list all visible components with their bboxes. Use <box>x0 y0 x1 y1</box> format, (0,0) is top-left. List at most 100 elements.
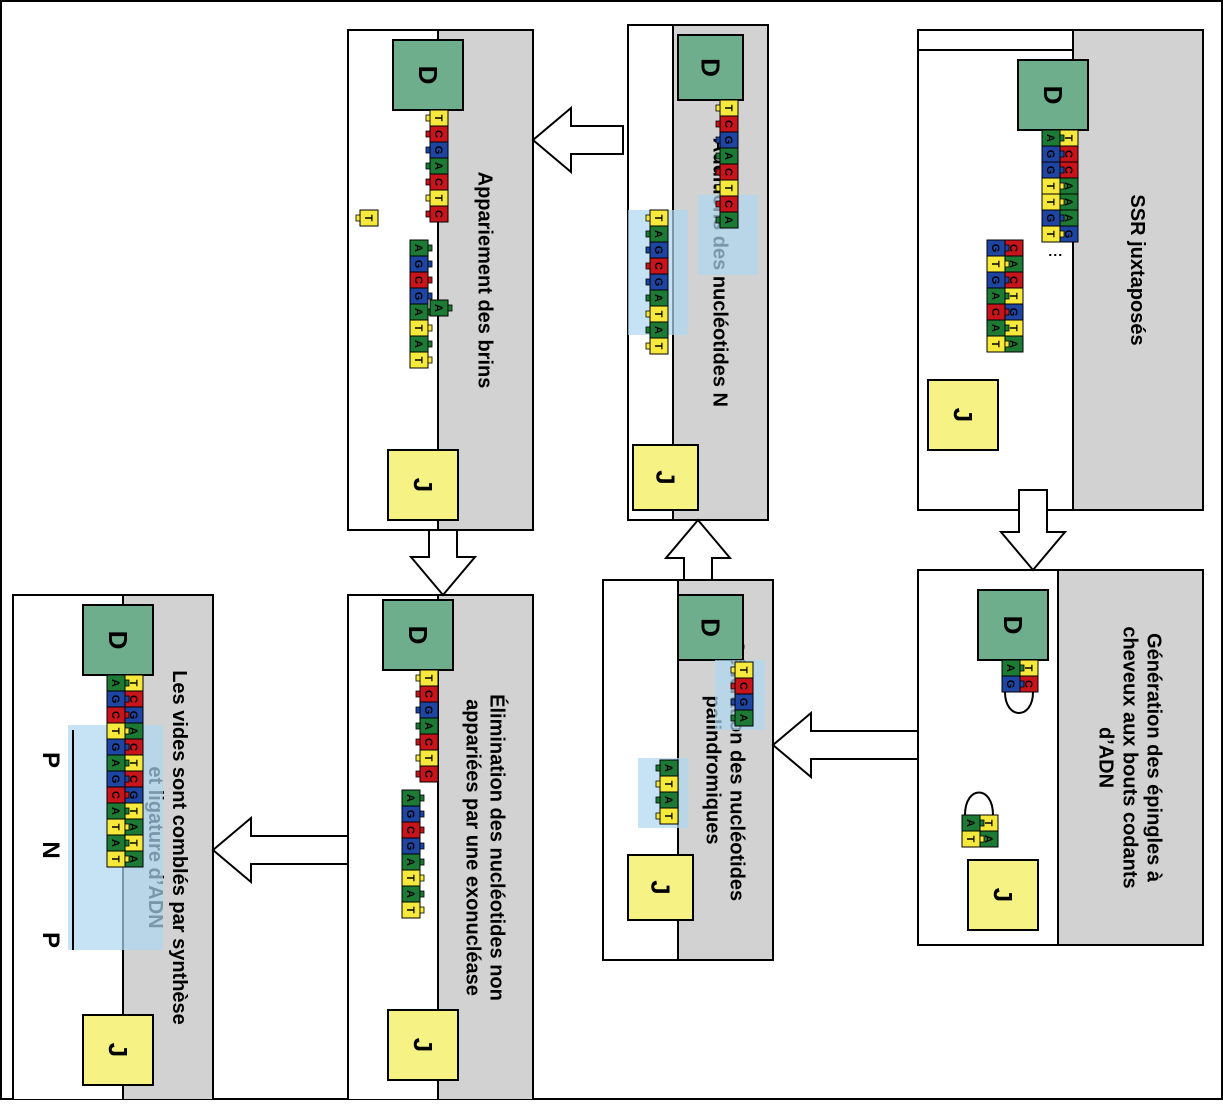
panel-title-text: Appariement des brins <box>474 172 496 389</box>
d-segment-label: D <box>103 631 133 650</box>
nucleotide-connector <box>415 770 421 778</box>
nucleotide-letter: A <box>109 807 121 815</box>
nucleotide-letter: C <box>722 168 734 176</box>
j-segment-label: J <box>651 470 681 484</box>
nucleotide-connector <box>425 162 431 170</box>
nucleotide-letter: T <box>737 667 749 674</box>
nucleotide-connector <box>715 168 721 176</box>
nucleotide-letter: T <box>109 728 121 735</box>
nucleotide-letter: A <box>982 835 994 843</box>
highlight-region <box>698 195 758 275</box>
j-segment-block <box>387 1009 459 1081</box>
nucleotide-letter: T <box>662 781 674 788</box>
nucleotide-letter: T <box>722 185 734 192</box>
nucleotide-connector <box>124 839 130 847</box>
j-segment-block <box>82 1014 154 1086</box>
nucleotide-letter: T <box>722 105 734 112</box>
nucleotide-connector <box>415 722 421 730</box>
flow-arrows <box>211 105 1068 885</box>
nucleotide-letter: C <box>432 130 444 138</box>
nucleotide-letter: C <box>404 826 416 834</box>
nucleotide-connector <box>419 858 425 866</box>
j-segment-label: J <box>103 1043 133 1057</box>
nucleotide-letter: T <box>127 680 139 687</box>
nucleotide-letter: A <box>722 216 734 224</box>
nucleotide-connector <box>715 216 721 224</box>
nucleotide-letter: C <box>109 791 121 799</box>
nucleotide-letter: C <box>1007 244 1019 252</box>
nucleotide-letter: C <box>989 308 1001 316</box>
nucleotide-letter: T <box>412 357 424 364</box>
nucleotide-letter: T <box>662 813 674 820</box>
nucleotide-letter: T <box>1007 325 1019 332</box>
nucleotide-letter: T <box>1007 293 1019 300</box>
nucleotide-connector <box>419 826 425 834</box>
nucleotide-letter: C <box>422 738 434 746</box>
nucleotide-letter: C <box>127 695 139 703</box>
nucleotide-connector <box>419 890 425 898</box>
nucleotide-letter: G <box>652 278 664 287</box>
nucleotide-connector <box>730 714 736 722</box>
flow-arrow <box>771 710 919 780</box>
nucleotide-connector <box>124 727 130 735</box>
nucleotide-connector <box>415 738 421 746</box>
nucleotide-letter: T <box>362 215 374 222</box>
nucleotide-connector <box>1004 244 1010 252</box>
nucleotide-letter: T <box>964 836 976 843</box>
nucleotide-letter: A <box>1062 214 1074 222</box>
nucleotide-letter: C <box>109 711 121 719</box>
p-label-2: P <box>37 932 64 948</box>
nucleotide-letter: A <box>432 304 444 312</box>
nucleotide-connector <box>645 326 651 334</box>
nucleotide-letter: A <box>404 858 416 866</box>
panel-title-box <box>1072 29 1204 511</box>
nucleotide-letter: T <box>109 856 121 863</box>
nucleotide-letter: G <box>1044 214 1056 223</box>
nucleotide-letter: C <box>652 262 664 270</box>
nucleotide-connector <box>1059 230 1065 238</box>
nucleotide-connector <box>715 152 721 160</box>
panel-title-box <box>1057 569 1204 946</box>
nucleotide-letter: C <box>722 120 734 128</box>
nucleotide-connector <box>124 695 130 703</box>
nucleotide-letter: G <box>1044 166 1056 175</box>
nucleotide-letter: A <box>412 340 424 348</box>
nucleotide-connector <box>425 146 431 154</box>
nucleotide-letter: A <box>422 722 434 730</box>
nucleotide-connector <box>419 842 425 850</box>
nucleotide-letter: C <box>1007 276 1019 284</box>
nucleotide-letter: G <box>404 842 416 851</box>
panel-title-box <box>437 29 534 531</box>
nucleotide-letter: G <box>652 246 664 255</box>
nucleotide-letter: A <box>1062 198 1074 206</box>
nucleotide-letter: G <box>722 136 734 145</box>
nucleotide-letter: T <box>989 261 1001 268</box>
nucleotide-letter: A <box>989 324 1001 332</box>
nucleotide-connector <box>645 278 651 286</box>
nucleotide-letter: G <box>109 743 121 752</box>
nucleotide-connector <box>427 324 433 332</box>
nucleotide-connector <box>124 855 130 863</box>
nucleotide-letter: A <box>1004 664 1016 672</box>
nucleotide-letter: G <box>404 810 416 819</box>
nucleotide-connector <box>1019 664 1025 672</box>
d-segment-label: D <box>1038 86 1068 105</box>
nucleotide-letter: A <box>652 326 664 334</box>
panel-n-additions: Additions des nucléotides NDTCGACTCATAGC… <box>627 24 769 521</box>
nucleotide-letter: A <box>109 759 121 767</box>
nucleotide-letter: G <box>989 276 1001 285</box>
nucleotide-letter: T <box>1044 199 1056 206</box>
j-segment-block <box>967 859 1039 931</box>
j-segment-block <box>632 444 699 511</box>
nucleotide-connector <box>715 104 721 112</box>
nucleotide-letter: A <box>989 292 1001 300</box>
nucleotide-connector <box>1059 166 1065 174</box>
nucleotide-connector <box>415 674 421 682</box>
j-segment-block <box>927 379 999 451</box>
nucleotide-letter: G <box>737 698 749 707</box>
nucleotide-connector <box>1004 276 1010 284</box>
nucleotide-letter: A <box>127 727 139 735</box>
